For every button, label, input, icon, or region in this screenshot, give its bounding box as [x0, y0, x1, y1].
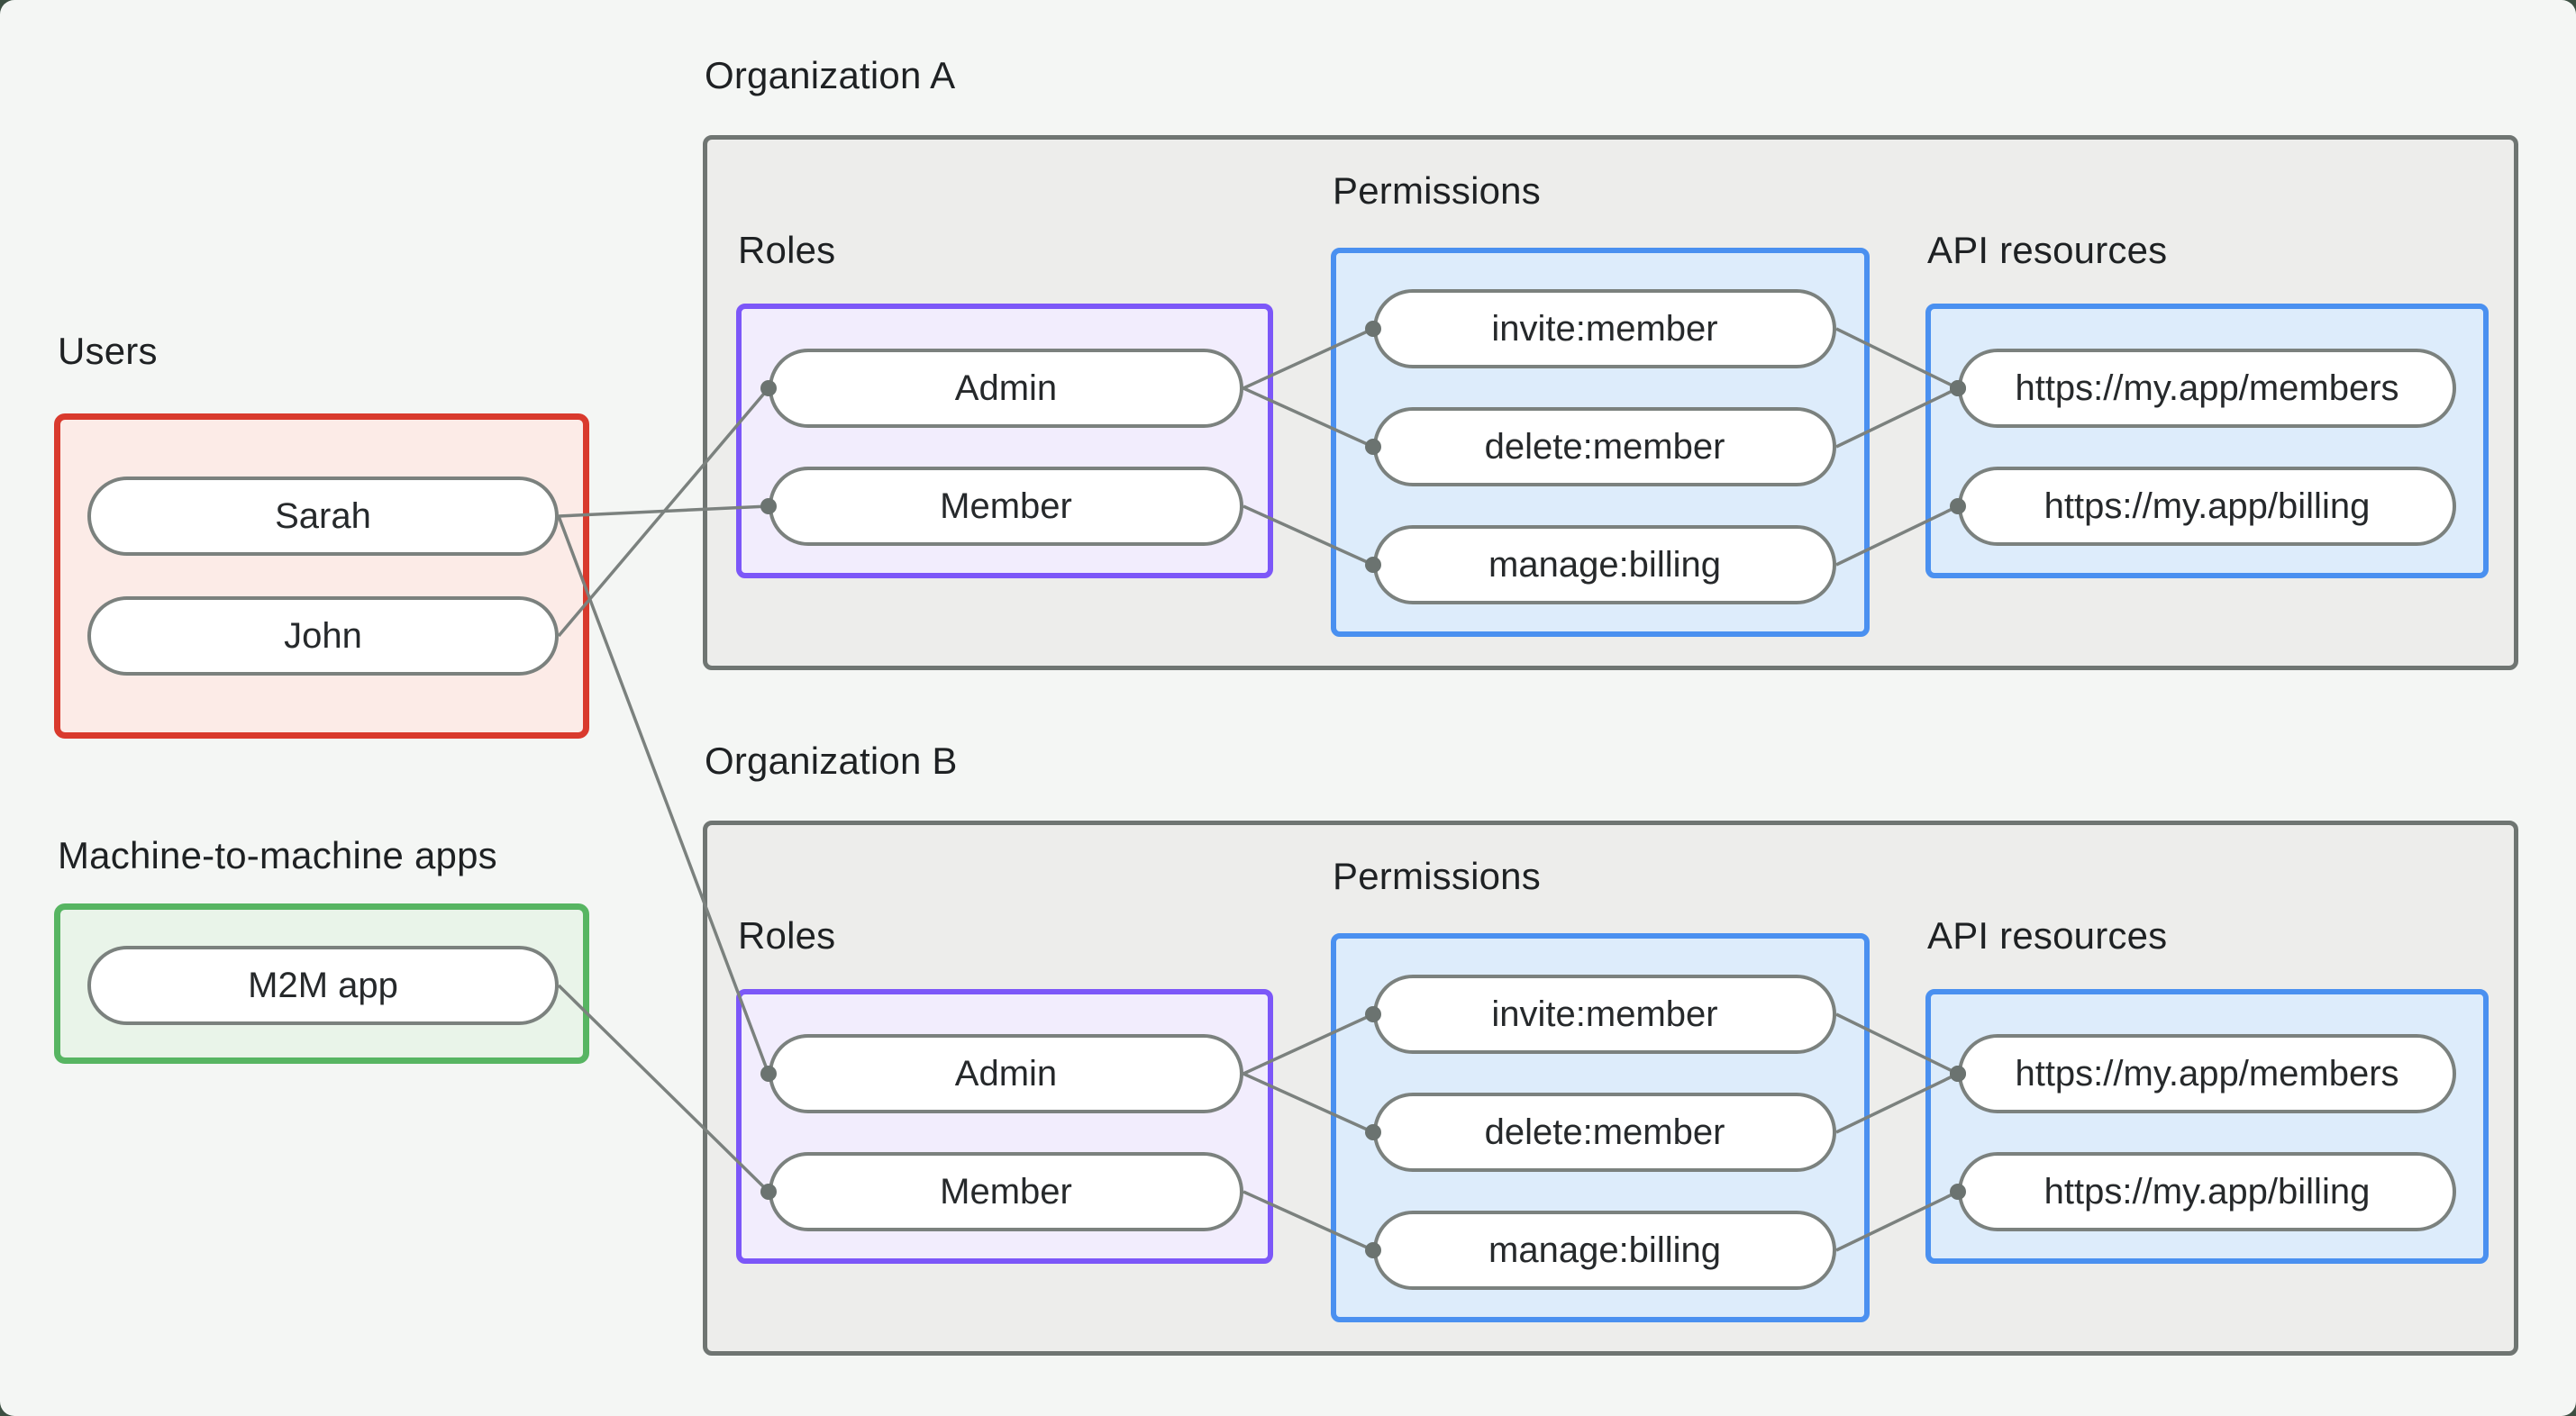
org-a-permissions-label: Permissions	[1333, 169, 1541, 212]
org-b-perm-manage-node: manage:billing	[1373, 1211, 1836, 1290]
org-a-role-member-node: Member	[769, 467, 1243, 546]
org-a-roles-label: Roles	[738, 229, 836, 271]
org-b-api-members-node: https://my.app/members	[1958, 1034, 2456, 1113]
org-b-role-member-node: Member	[769, 1152, 1243, 1231]
org-a-perm-manage-node: manage:billing	[1373, 525, 1836, 604]
org-a-api-billing-node: https://my.app/billing	[1958, 467, 2456, 546]
org-a-perm-delete-node: delete:member	[1373, 407, 1836, 486]
org-a-api-members-node: https://my.app/members	[1958, 349, 2456, 428]
users-label: Users	[58, 330, 158, 372]
org-b-api-resources-label: API resources	[1927, 914, 2168, 957]
org-a-role-admin-node: Admin	[769, 349, 1243, 428]
org-b-perm-delete-node: delete:member	[1373, 1093, 1836, 1172]
org-b-roles-label: Roles	[738, 914, 836, 957]
user-node-john: John	[87, 596, 559, 676]
m2m-app-node: M2M app	[87, 946, 559, 1025]
org-b-perm-invite-node: invite:member	[1373, 975, 1836, 1054]
org-b-title: Organization B	[705, 740, 958, 782]
org-a-perm-invite-node: invite:member	[1373, 289, 1836, 368]
org-a-api-resources-label: API resources	[1927, 229, 2168, 271]
org-b-api-billing-node: https://my.app/billing	[1958, 1152, 2456, 1231]
org-a-title: Organization A	[705, 54, 956, 96]
org-b-role-admin-node: Admin	[769, 1034, 1243, 1113]
user-node-sarah: Sarah	[87, 477, 559, 556]
org-b-permissions-label: Permissions	[1333, 855, 1541, 897]
users-group-box	[54, 413, 589, 739]
m2m-apps-label: Machine-to-machine apps	[58, 834, 497, 876]
